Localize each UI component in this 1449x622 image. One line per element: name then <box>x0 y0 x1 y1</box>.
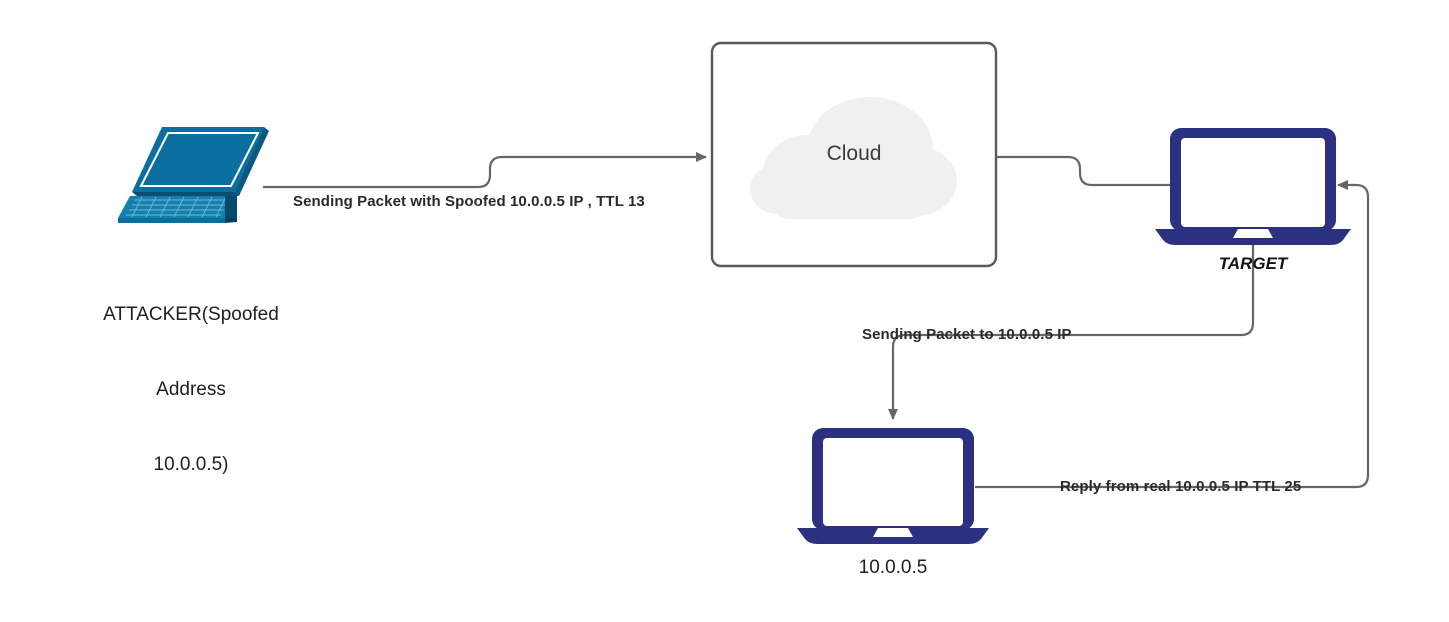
edge-cloud-to-target <box>996 155 1170 187</box>
laptop-front-icon <box>1155 128 1351 245</box>
target-label: TARGET <box>1218 254 1288 273</box>
cloud-label: Cloud <box>826 142 882 165</box>
edge-label-victim-to-target: Reply from real 10.0.0.5 IP TTL 25 <box>1060 478 1302 495</box>
victim-label: 10.0.0.5 <box>858 557 928 578</box>
node-cloud[interactable] <box>710 41 998 268</box>
laptop-3d-icon <box>118 127 269 223</box>
edge-label-attacker-to-cloud: Sending Packet with Spoofed 10.0.0.5 IP … <box>293 193 645 210</box>
node-target[interactable] <box>1152 125 1354 247</box>
laptop-front-icon <box>797 428 989 544</box>
attacker-label-line3: 10.0.0.5) <box>153 454 229 475</box>
node-attacker[interactable] <box>112 122 272 224</box>
attacker-label-line2: Address <box>156 379 226 400</box>
edge-label-target-to-victim: Sending Packet to 10.0.0.5 IP <box>862 326 1072 343</box>
node-victim[interactable] <box>795 425 991 547</box>
attacker-label: ATTACKER(Spoofed Address 10.0.0.5) <box>60 252 322 527</box>
cloud-container <box>710 41 998 268</box>
edge-attacker-to-cloud <box>263 152 707 189</box>
attacker-label-line1: ATTACKER(Spoofed <box>103 304 279 325</box>
cloud-icon <box>750 97 957 219</box>
